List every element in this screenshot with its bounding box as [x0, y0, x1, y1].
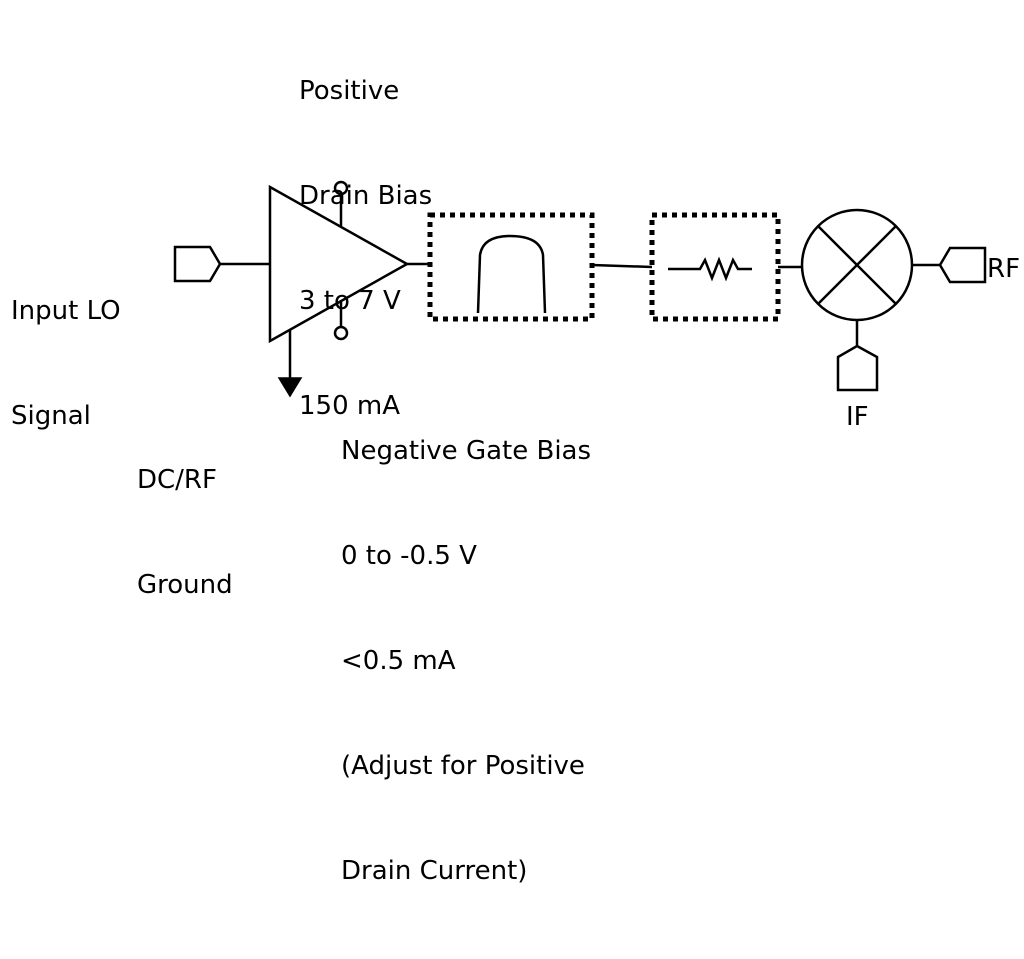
diagram-canvas	[173, 180, 987, 398]
block-diagram: Input LO Signal Positive Drain Bias 3 to…	[11, 76, 1021, 886]
gate-bias-label: Negative Gate Bias 0 to -0.5 V <0.5 mA (…	[341, 436, 592, 886]
bandpass-filter-box	[427, 212, 595, 322]
attenuator-box	[649, 212, 781, 322]
if-port-icon	[836, 344, 879, 392]
filter-to-attenuator-wire	[591, 263, 653, 269]
mixer-cross-b	[817, 225, 897, 305]
ground-arrow-icon	[277, 377, 303, 398]
input-port-icon	[173, 245, 222, 283]
if-label: IF	[846, 402, 869, 432]
drain-bias-terminal-icon	[333, 180, 349, 196]
amplifier-icon	[268, 184, 410, 344]
gate-bias-terminal-icon	[333, 325, 349, 341]
ground-label: DC/RF Ground	[137, 465, 233, 600]
drain-bias-label: Positive Drain Bias 3 to 7 V 150 mA	[299, 76, 433, 421]
rf-port-icon	[938, 246, 987, 284]
rf-label: RF	[987, 254, 1021, 284]
resistor-icon	[668, 256, 752, 282]
bandpass-icon	[476, 234, 547, 314]
input-lo-label: Input LO Signal	[11, 296, 121, 431]
